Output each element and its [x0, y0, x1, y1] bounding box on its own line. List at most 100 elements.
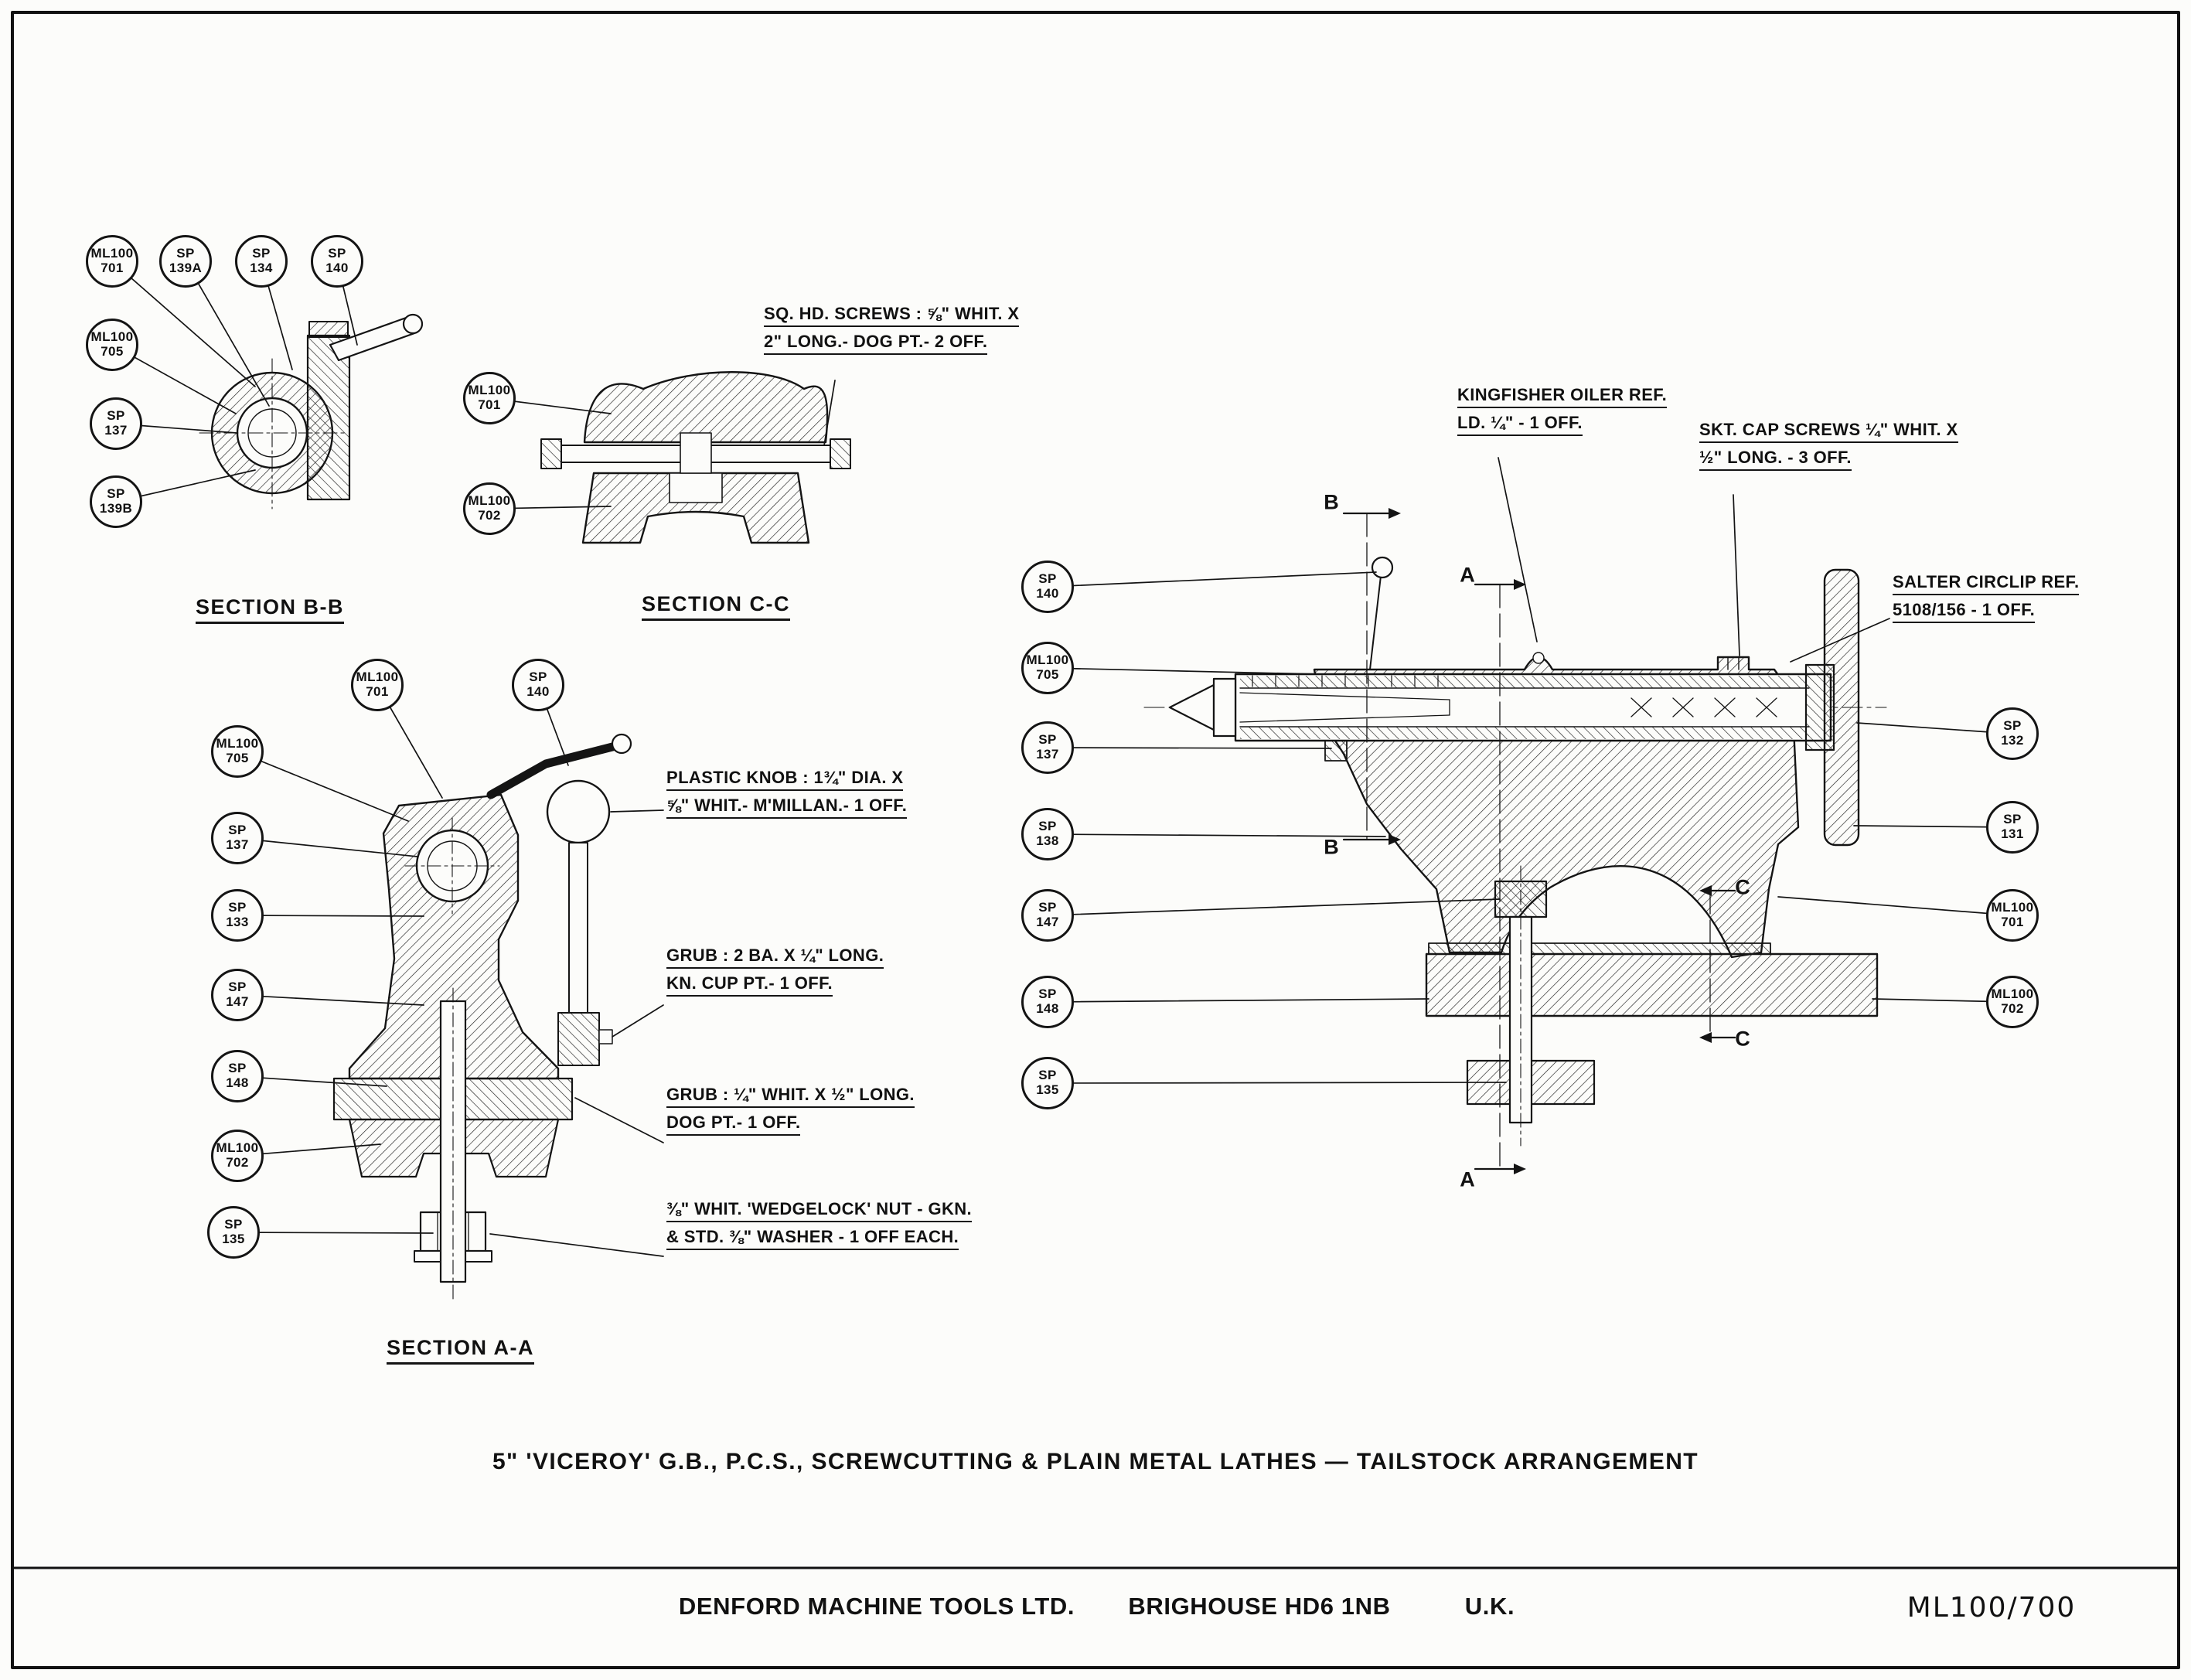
balloon-part-number: 148 [226, 1075, 249, 1090]
knob-shaft [568, 842, 588, 1014]
annotation-leader-line [1733, 494, 1740, 656]
annotation-line: SKT. CAP SCREWS ¼" WHIT. X [1699, 421, 1958, 443]
barrel-graduations [1252, 675, 1439, 687]
section-marker-b: B [1324, 835, 1339, 859]
annotation-leader-line [574, 1097, 664, 1143]
balloon-part-number: 701 [478, 397, 501, 412]
balloon-leader-line [1047, 998, 1429, 1003]
annotation-salter-circlip: SALTER CIRCLIP REF.5108/156 - 1 OFF. [1893, 574, 2080, 629]
balloon-part-number: 137 [1036, 747, 1059, 762]
section-bb-drawing [199, 313, 424, 509]
annotation-line: & STD. ⅜" WASHER - 1 OFF EACH. [666, 1228, 972, 1250]
section-aa-drawing [332, 733, 632, 1301]
balloon-part-number: 132 [2001, 733, 2024, 748]
balloon-part-prefix: SP [228, 1061, 247, 1076]
balloon-leader-line [237, 751, 409, 822]
tailstock-body-section [348, 793, 560, 1080]
balloon-part-number: 140 [526, 684, 550, 699]
balloon-leader-line [1047, 833, 1386, 837]
balloon-part-prefix: SP [1038, 571, 1057, 587]
annotation-skt-cap-screws: SKT. CAP SCREWS ¼" WHIT. X ½" LONG. - 3 O… [1699, 421, 1958, 477]
balloon-part-number: 702 [226, 1155, 249, 1170]
balloon-part-prefix: ML100 [90, 329, 134, 345]
balloon-leader-line [1047, 571, 1377, 588]
section-label-section-b-b: SECTION B-B [196, 597, 344, 624]
balloon-leader-line [1047, 667, 1319, 675]
annotation-line: KN. CUP PT.- 1 OFF. [666, 975, 884, 997]
annotation-line: PLASTIC KNOB : 1¾" DIA. X [666, 769, 907, 791]
balloon-part-number: 140 [1036, 586, 1059, 601]
company-name: DENFORD MACHINE TOOLS LTD. [678, 1593, 1075, 1620]
balloon-part-number: 702 [478, 508, 501, 523]
barrel-key [1324, 740, 1348, 762]
balloon-part-number: 134 [250, 261, 273, 275]
clamp-upper-piece [583, 371, 829, 444]
balloon-part-prefix: SP [228, 980, 247, 995]
annotation-leader-line [823, 380, 836, 446]
section-marker-c: C [1735, 875, 1750, 899]
balloon-part-prefix: ML100 [90, 246, 134, 261]
balloon-leader-line [1777, 896, 2013, 916]
balloon-part-prefix: SP [1038, 1068, 1057, 1083]
annotation-line: GRUB : 2 BA. X ¼" LONG. [666, 947, 884, 969]
balloon-part-prefix: SP [1038, 900, 1057, 915]
balloon-part-prefix: ML100 [216, 1140, 259, 1156]
balloon-leader-line [1853, 825, 2013, 828]
balloon-part-number: 139A [169, 261, 203, 275]
balloon-leader-line [1047, 1082, 1507, 1084]
balloon-part-number: 148 [1036, 1001, 1059, 1016]
section-plane-a [1474, 579, 1526, 1174]
annotation-leader-line [489, 1233, 664, 1257]
square-head-screw-left [540, 438, 562, 469]
balloon-part-prefix: SP [252, 246, 271, 261]
balloon-part-number: 133 [226, 915, 249, 929]
annotation-grub-screw-2ba: GRUB : 2 BA. X ¼" LONG. KN. CUP PT.- 1 OF… [666, 947, 884, 1003]
balloon-part-number: 131 [2001, 826, 2024, 841]
balloon-part-prefix: SP [1038, 819, 1057, 834]
annotation-leader-line [612, 1004, 664, 1038]
balloon-part-number: 705 [101, 344, 124, 359]
balloon-part-prefix: ML100 [1026, 653, 1069, 668]
balloon-part-prefix: SP [2003, 812, 2022, 827]
balloon-part-prefix: SP [529, 670, 547, 685]
balloon-part-number: 147 [226, 994, 249, 1009]
section-plane-b [1342, 508, 1401, 845]
annotation-line: ⅜" WHIT. 'WEDGELOCK' NUT - GKN. [666, 1201, 973, 1222]
annotation-line: ½" LONG. - 3 OFF. [1699, 449, 1958, 471]
annotation-leader-line [610, 809, 664, 813]
balloon-part-prefix: ML100 [216, 736, 259, 751]
handwheel [1823, 568, 1860, 847]
balloon-leader-line [237, 915, 424, 917]
balloon-leader-line [111, 261, 256, 387]
annotation-kingfisher-oiler: KINGFISHER OILER REF.LD. ¼" - 1 OFF. [1457, 387, 1668, 442]
balloon-part-prefix: ML100 [468, 493, 511, 509]
company-location: BRIGHOUSE HD6 1NB [1128, 1593, 1391, 1620]
annotation-leader-line [1498, 457, 1538, 642]
oiler [1532, 652, 1545, 664]
annotation-line: SQ. HD. SCREWS : ⅝" WHIT. X [764, 305, 1020, 327]
main-view-drawing [1143, 508, 1887, 1174]
balloon-part-number: 137 [104, 423, 128, 438]
